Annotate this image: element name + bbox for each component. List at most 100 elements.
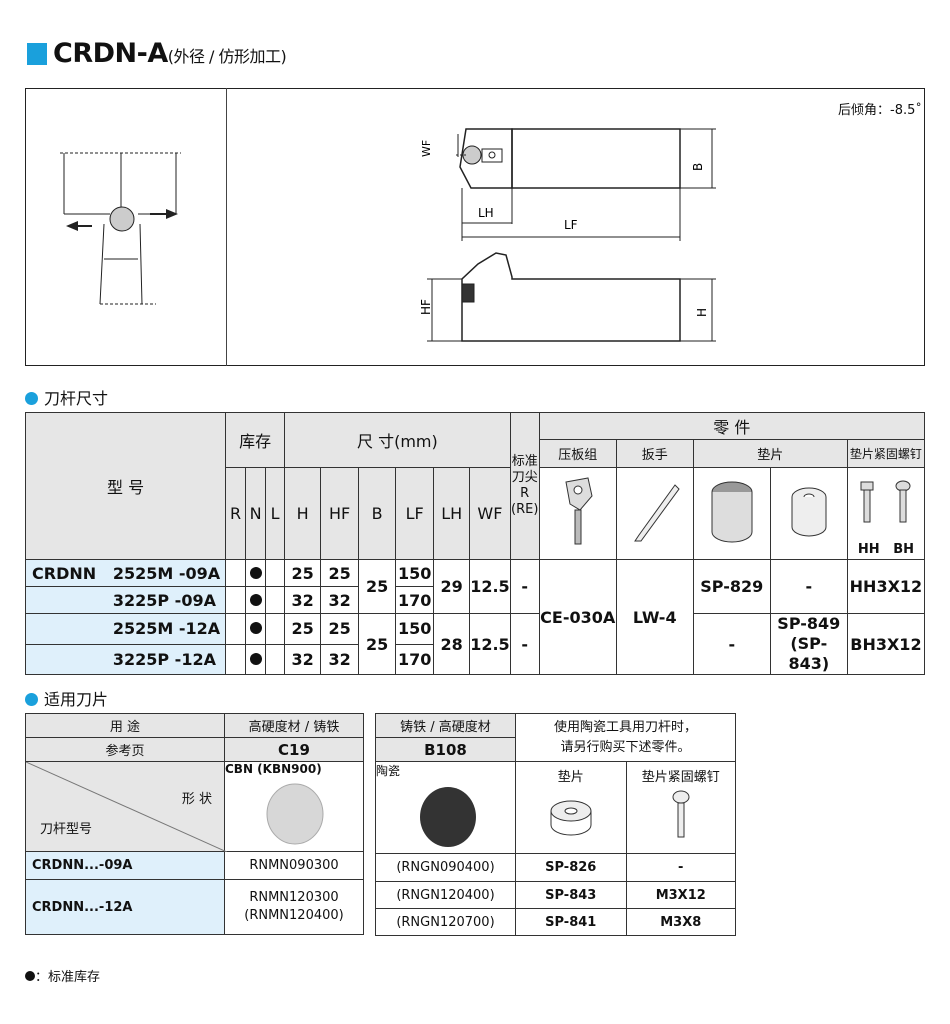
stock-dot-icon xyxy=(25,971,35,981)
screw-cell: 垫片紧固螺钉 xyxy=(625,761,737,854)
shim-ring-icon xyxy=(791,487,827,536)
shim-label: 垫片 xyxy=(557,770,584,785)
bullet-icon xyxy=(25,392,38,405)
screw-value: - xyxy=(625,853,737,882)
wrench-image xyxy=(615,467,694,560)
std-radius-header: 标准刀尖R (RE) xyxy=(509,412,540,560)
lh-cell: 28 xyxy=(433,613,471,675)
shim-image-2 xyxy=(769,467,848,560)
hf-cell: 25 xyxy=(320,559,360,587)
stock-dot xyxy=(245,559,267,587)
b-cell: 25 xyxy=(358,613,397,675)
screw-icon xyxy=(672,790,690,838)
shim-value: SP-826 xyxy=(514,853,627,882)
clamp-cell: CE-030A xyxy=(538,559,617,675)
col-hf: HF xyxy=(320,467,360,560)
svg-text:B: B xyxy=(691,163,705,171)
dimension-header: 尺 寸(mm) xyxy=(284,412,511,468)
screw-images: HH BH xyxy=(846,467,926,560)
holder-dimension-table: 型 号 库存 尺 寸(mm) 标准刀尖R (RE) 零 件 压板组 扳手 垫片 … xyxy=(24,412,926,675)
h-cell: 25 xyxy=(284,559,322,587)
lf-cell: 150 xyxy=(395,559,435,587)
svg-text:WF: WF xyxy=(420,140,433,157)
screw-type-bh: BH xyxy=(893,542,914,557)
legend: ：标准库存 xyxy=(25,966,100,985)
table-row: CRDNN 2525M -12A 25 25 25 150 28 12.5 - … xyxy=(24,613,926,675)
lf-cell: 170 xyxy=(395,586,435,614)
col-h: H xyxy=(284,467,322,560)
re-cell: - xyxy=(509,613,540,675)
hf-cell: 32 xyxy=(320,643,360,675)
screw-icon xyxy=(860,480,911,523)
lf-cell: 170 xyxy=(395,643,435,675)
col-wf: WF xyxy=(469,467,511,560)
screw-type-hh: HH xyxy=(857,542,880,557)
re-cell: - xyxy=(509,559,540,614)
model-header: 型 号 xyxy=(24,412,227,560)
svg-text:LF: LF xyxy=(564,218,578,232)
shim1-cell: - xyxy=(692,613,771,675)
parts-header: 零 件 xyxy=(538,412,926,440)
hf-cell: 25 xyxy=(320,613,360,645)
legend-text: ：标准库存 xyxy=(35,970,101,985)
ceramic-insert-cell: 陶瓷 xyxy=(375,761,516,854)
use-label: 用 途 xyxy=(25,713,225,738)
tool-diagram: WF B LH LF HF H xyxy=(60,128,716,342)
parts-col-shim: 垫片 xyxy=(692,439,848,468)
table-row: CRDNN 2525M -09A 25 25 25 150 29 12.5 - … xyxy=(24,559,926,675)
shape-holder-header: 形 状 刀杆型号 xyxy=(25,761,227,852)
clamp-image xyxy=(538,467,617,560)
h-cell: 32 xyxy=(284,643,322,675)
lh-cell: 29 xyxy=(433,559,471,614)
col-lh: LH xyxy=(433,467,471,560)
model-cell: CRDNN 2525M -12A xyxy=(24,613,227,645)
diagram-divider xyxy=(226,88,227,366)
insert-cell: (RNGN120400) xyxy=(375,881,516,909)
insert-cell: (RNGN120700) xyxy=(375,908,516,936)
ceramic-note: 使用陶瓷工具用刀杆时，请另行购买下述零件。 xyxy=(514,713,737,762)
screw-label: 垫片紧固螺钉 xyxy=(641,770,720,785)
wrench-icon xyxy=(633,483,680,541)
holder-model-12: CRDNN...-12A xyxy=(25,879,225,935)
screw-value: M3X8 xyxy=(625,908,737,936)
table-row: CRDNN 3225P -09A 32 32 170 xyxy=(24,586,925,614)
grade-label: 陶瓷 xyxy=(376,764,401,778)
shim-cell: 垫片 xyxy=(514,761,627,854)
page-label: 参考页 xyxy=(25,737,225,762)
svg-text:LH: LH xyxy=(478,206,494,220)
grade-label: CBN (KBN900) xyxy=(225,762,322,776)
svg-text:H: H xyxy=(695,308,709,317)
diagonal-line xyxy=(26,762,227,852)
shim-image-1 xyxy=(692,467,771,560)
hf-cell: 32 xyxy=(320,586,360,614)
stock-dot xyxy=(245,586,267,614)
col-lf: LF xyxy=(395,467,435,560)
screw-cell: BH3X12 xyxy=(846,613,926,675)
parts-col-wrench: 扳手 xyxy=(615,439,694,468)
col-l: L xyxy=(265,467,286,560)
clamp-icon xyxy=(565,476,593,544)
holder-model-09: CRDNN...-09A xyxy=(25,851,225,880)
stock-header: 库存 xyxy=(225,412,286,468)
wrench-cell: LW-4 xyxy=(615,559,694,675)
model-cell: CRDNN 3225P -12A xyxy=(24,643,227,675)
screw-cell: HH3X12 xyxy=(846,559,926,614)
cbn-insert-icon xyxy=(266,783,324,845)
shim2-cell: SP-849(SP-843) xyxy=(769,613,848,675)
col-r: R xyxy=(225,467,247,560)
cbn-insert-cell: CBN (KBN900) xyxy=(224,761,364,852)
col-b: B xyxy=(358,467,397,560)
wf-cell: 12.5 xyxy=(469,559,511,614)
stock-dot xyxy=(245,643,267,675)
page-title: CRDN-A(外径 / 仿形加工) xyxy=(53,38,287,69)
svg-text:HF: HF xyxy=(419,299,433,315)
stock-dot xyxy=(245,613,267,645)
wf-cell: 12.5 xyxy=(469,613,511,675)
insert-12: RNMN120300(RNMN120400) xyxy=(224,879,364,935)
model-cell: CRDNN 2525M -09A xyxy=(24,559,227,587)
page-value: C19 xyxy=(224,737,364,762)
diagram-panel xyxy=(25,88,925,366)
shim2-cell: - xyxy=(769,559,848,614)
bullet-icon xyxy=(25,693,38,706)
